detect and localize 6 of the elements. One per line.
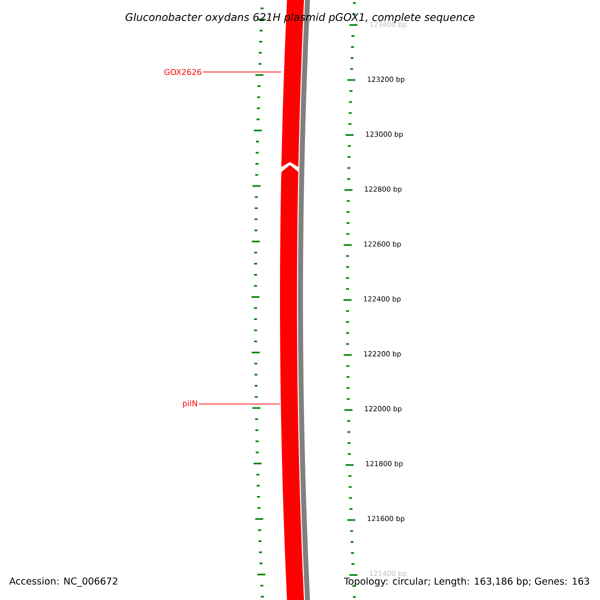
topology-text: Topology: circular; Length: 163,186 bp; Genes: 163 [344, 577, 590, 587]
gene-label: GOX2626 [164, 68, 202, 76]
gene-label: pilN [183, 400, 198, 408]
accession-text: Accession: NC_006672 [9, 577, 118, 587]
gene-arrow [280, 165, 304, 600]
title: Gluconobacter oxydans 621H plasmid pGOX1, complete sequence [126, 12, 474, 24]
